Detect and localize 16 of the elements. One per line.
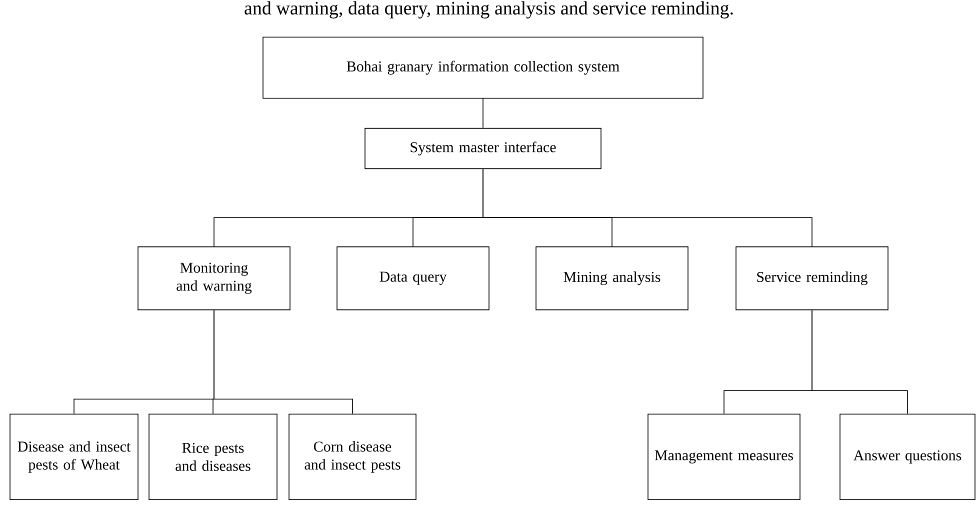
process-box: Rice pests and diseases — [148, 414, 278, 500]
process-box: Disease and insect pests of Wheat — [10, 414, 138, 500]
process-box: Corn disease and insect pests — [288, 414, 416, 500]
connector-line — [482, 98, 484, 128]
process-box: Mining analysis — [536, 246, 688, 310]
process-box: Management measures — [648, 414, 800, 500]
process-box: System master interface — [364, 128, 602, 170]
connector-line — [812, 310, 908, 414]
process-box: Data query — [336, 246, 490, 310]
process-box: Service reminding — [736, 246, 888, 310]
caption-text: and warning, data query, mining analysis and service reminding. — [244, 1, 733, 18]
connector-line — [482, 168, 812, 247]
connector-line — [214, 310, 353, 414]
process-box: Monitoring and warning — [138, 246, 290, 310]
process-box: Answer questions — [840, 414, 976, 500]
process-box: Bohai granary information collection system — [262, 36, 704, 99]
